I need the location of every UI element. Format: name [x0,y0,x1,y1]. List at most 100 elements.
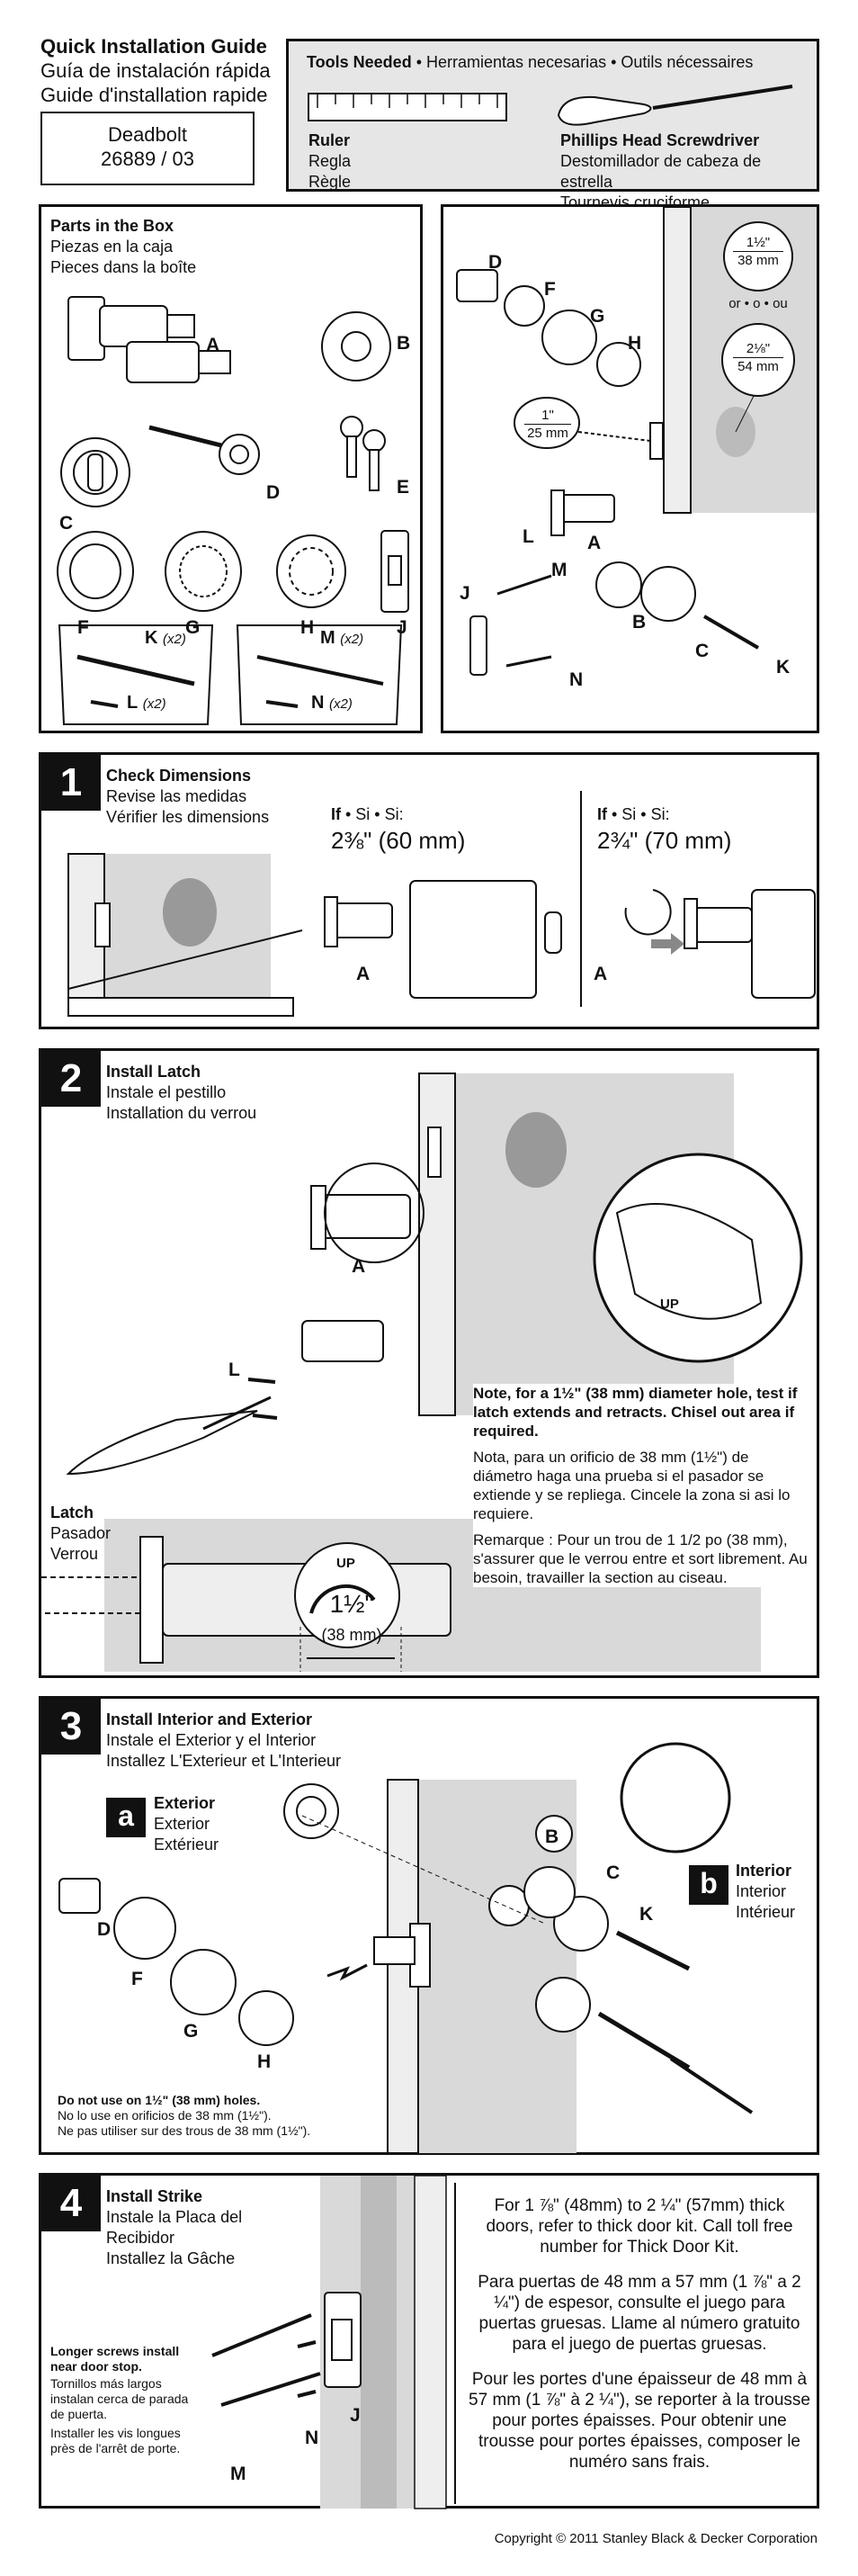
screwdriver-label: Phillips Head Screwdriver Destomillador … [560,131,762,211]
step-3-label-d: D [97,1919,112,1940]
part-label-d: D [266,482,281,503]
part-label-a: A [206,335,220,355]
title-es: Guía de instalación rápida [40,59,271,82]
parts-box: Parts in the Box Piezas en la caja Piece… [39,204,423,733]
step-1-if-b: If • Si • Si: [597,805,670,823]
screws-kl-bag-icon [58,624,214,725]
ring-f-icon [57,531,134,612]
step-3-label-h: H [257,2051,272,2072]
exploded-label-g: G [590,306,605,327]
part-label-e: E [397,477,410,498]
exploded-label-f: F [544,279,556,300]
part-label-m: M (x2) [320,628,364,648]
part-label-c: C [59,513,74,534]
tools-heading: Tools Needed • Herramientas necesarias •… [307,53,754,71]
part-label-g: G [185,617,201,638]
step-1-label-a2: A [594,964,608,984]
step-4-label-m: M [230,2464,246,2484]
step-3-label-k: K [639,1904,654,1925]
title-en: Quick Installation Guide [40,35,267,58]
step-1-box: 1 Check Dimensions Revise las medidas Vé… [39,752,819,1029]
thumbturn-c-icon [60,437,130,507]
step-2-label-a: A [352,1256,366,1277]
step-2-number: 2 [41,1051,101,1107]
step-3-label-g: G [183,2021,199,2042]
step-1-if-a: If • Si • Si: [331,805,404,823]
exploded-label-c: C [695,641,710,661]
ring-g-icon [165,531,242,612]
exploded-label-b: B [632,612,647,633]
product-name: Deadbolt [107,123,188,146]
part-label-l: L (x2) [127,693,166,713]
tools-box: Tools Needed • Herramientas necesarias •… [286,39,819,211]
step-1-illustration [67,791,816,1017]
latch-alt-icon [126,341,231,383]
model-number: 26889 / 03 [101,148,194,170]
step-2-up-label: UP [660,1297,679,1312]
parts-illustration [57,296,409,725]
step-3-label-c: C [606,1862,621,1883]
step-4-label-n: N [305,2428,319,2448]
exploded-label-a: A [587,533,602,553]
step-3-label-f: F [131,1969,143,1989]
step-3-title: Install Interior and Exterior Instale el… [106,1710,341,1770]
step-3-label-b: B [545,1827,559,1847]
hole1-dim: 1½" 38 mm [733,234,783,269]
rose-b-icon [321,311,391,381]
exterior-tag: a [106,1798,146,1837]
step-2-box: 2 Install Latch Instale el pestillo Inst… [39,1048,819,1678]
step-1-number: 1 [41,755,101,811]
step-2-up-label-2: UP [336,1556,355,1571]
interior-tag: b [689,1865,728,1905]
backset-dim: 1" 25 mm [524,407,571,442]
step-1-label-a: A [356,964,371,984]
step-2-title: Install Latch Instale el pestillo Instal… [106,1063,257,1122]
exploded-label-d: D [488,252,503,273]
exploded-box: 1½" 38 mm or • o • ou 2⅛" 54 mm 1" 25 mm… [441,204,819,733]
step-2-illustration [41,1073,803,1672]
exploded-label-j: J [460,583,470,604]
exterior-label: Exterior Exterior Extérieur [154,1794,219,1853]
step-4-title: Install Strike Instale la Placa del Reci… [106,2187,243,2267]
exploded-label-l: L [523,526,534,547]
step-4-number: 4 [41,2176,101,2231]
model-box: Deadbolt 26889 / 03 [40,112,255,185]
part-label-n: N (x2) [311,693,353,713]
step-3-number: 3 [41,1699,101,1755]
hole2-dim: 2⅛" 54 mm [733,340,783,375]
step-2-latch-label: Latch Pasador Verrou [50,1503,112,1563]
step-4-thick-door-note: For 1 ⅞" (48mm) to 2 ¼" (57mm) thick doo… [469,2196,810,2472]
copyright: Copyright © 2011 Stanley Black & Decker … [494,2531,818,2546]
step-2-measure: 1½" (38 mm) [321,1590,382,1645]
latch-a-icon [67,296,195,361]
part-label-k: K (x2) [145,628,186,648]
step-3-box: 3 Install Interior and Exterior Instale … [39,1696,819,2155]
screwdriver-icon [557,85,793,126]
ring-h-icon [276,534,346,608]
exploded-label-h: H [628,333,642,354]
ruler-label: Ruler Regla Règle [308,131,352,191]
part-label-j: J [397,617,407,638]
step-2-note: Note, for a 1½" (38 mm) diameter hole, t… [473,1384,810,1587]
step-1-size-b: 2¾" (70 mm) [597,827,732,854]
strike-j-icon [380,530,409,613]
step-3-warning: Do not use on 1½" (38 mm) holes. No lo u… [58,2093,311,2138]
step-3-illustration [58,1742,754,2154]
tools-illustration [308,85,793,126]
exploded-label-n: N [569,669,584,690]
title-fr: Guide d'installation rapide [40,84,268,106]
or-text: or • o • ou [728,296,788,311]
step-4-screws-note: Longer screws install near door stop. To… [50,2344,189,2455]
part-label-f: F [77,617,89,638]
parts-heading: Parts in the Box Piezas en la caja Piece… [50,217,197,276]
part-label-b: B [397,333,411,354]
step-4-box: 4 Install Strike Instale la Placa del Re… [39,2173,819,2509]
step-1-title: Check Dimensions Revise las medidas Véri… [106,767,270,826]
exploded-label-m: M [551,560,568,580]
step-2-label-l: L [228,1360,240,1380]
guide-title: Quick Installation Guide Guía de instala… [40,34,283,107]
exploded-illustration [456,207,817,676]
ruler-icon [308,93,507,121]
cylinder-d-icon [148,425,260,475]
step-1-size-a: 2⅜" (60 mm) [331,827,466,854]
